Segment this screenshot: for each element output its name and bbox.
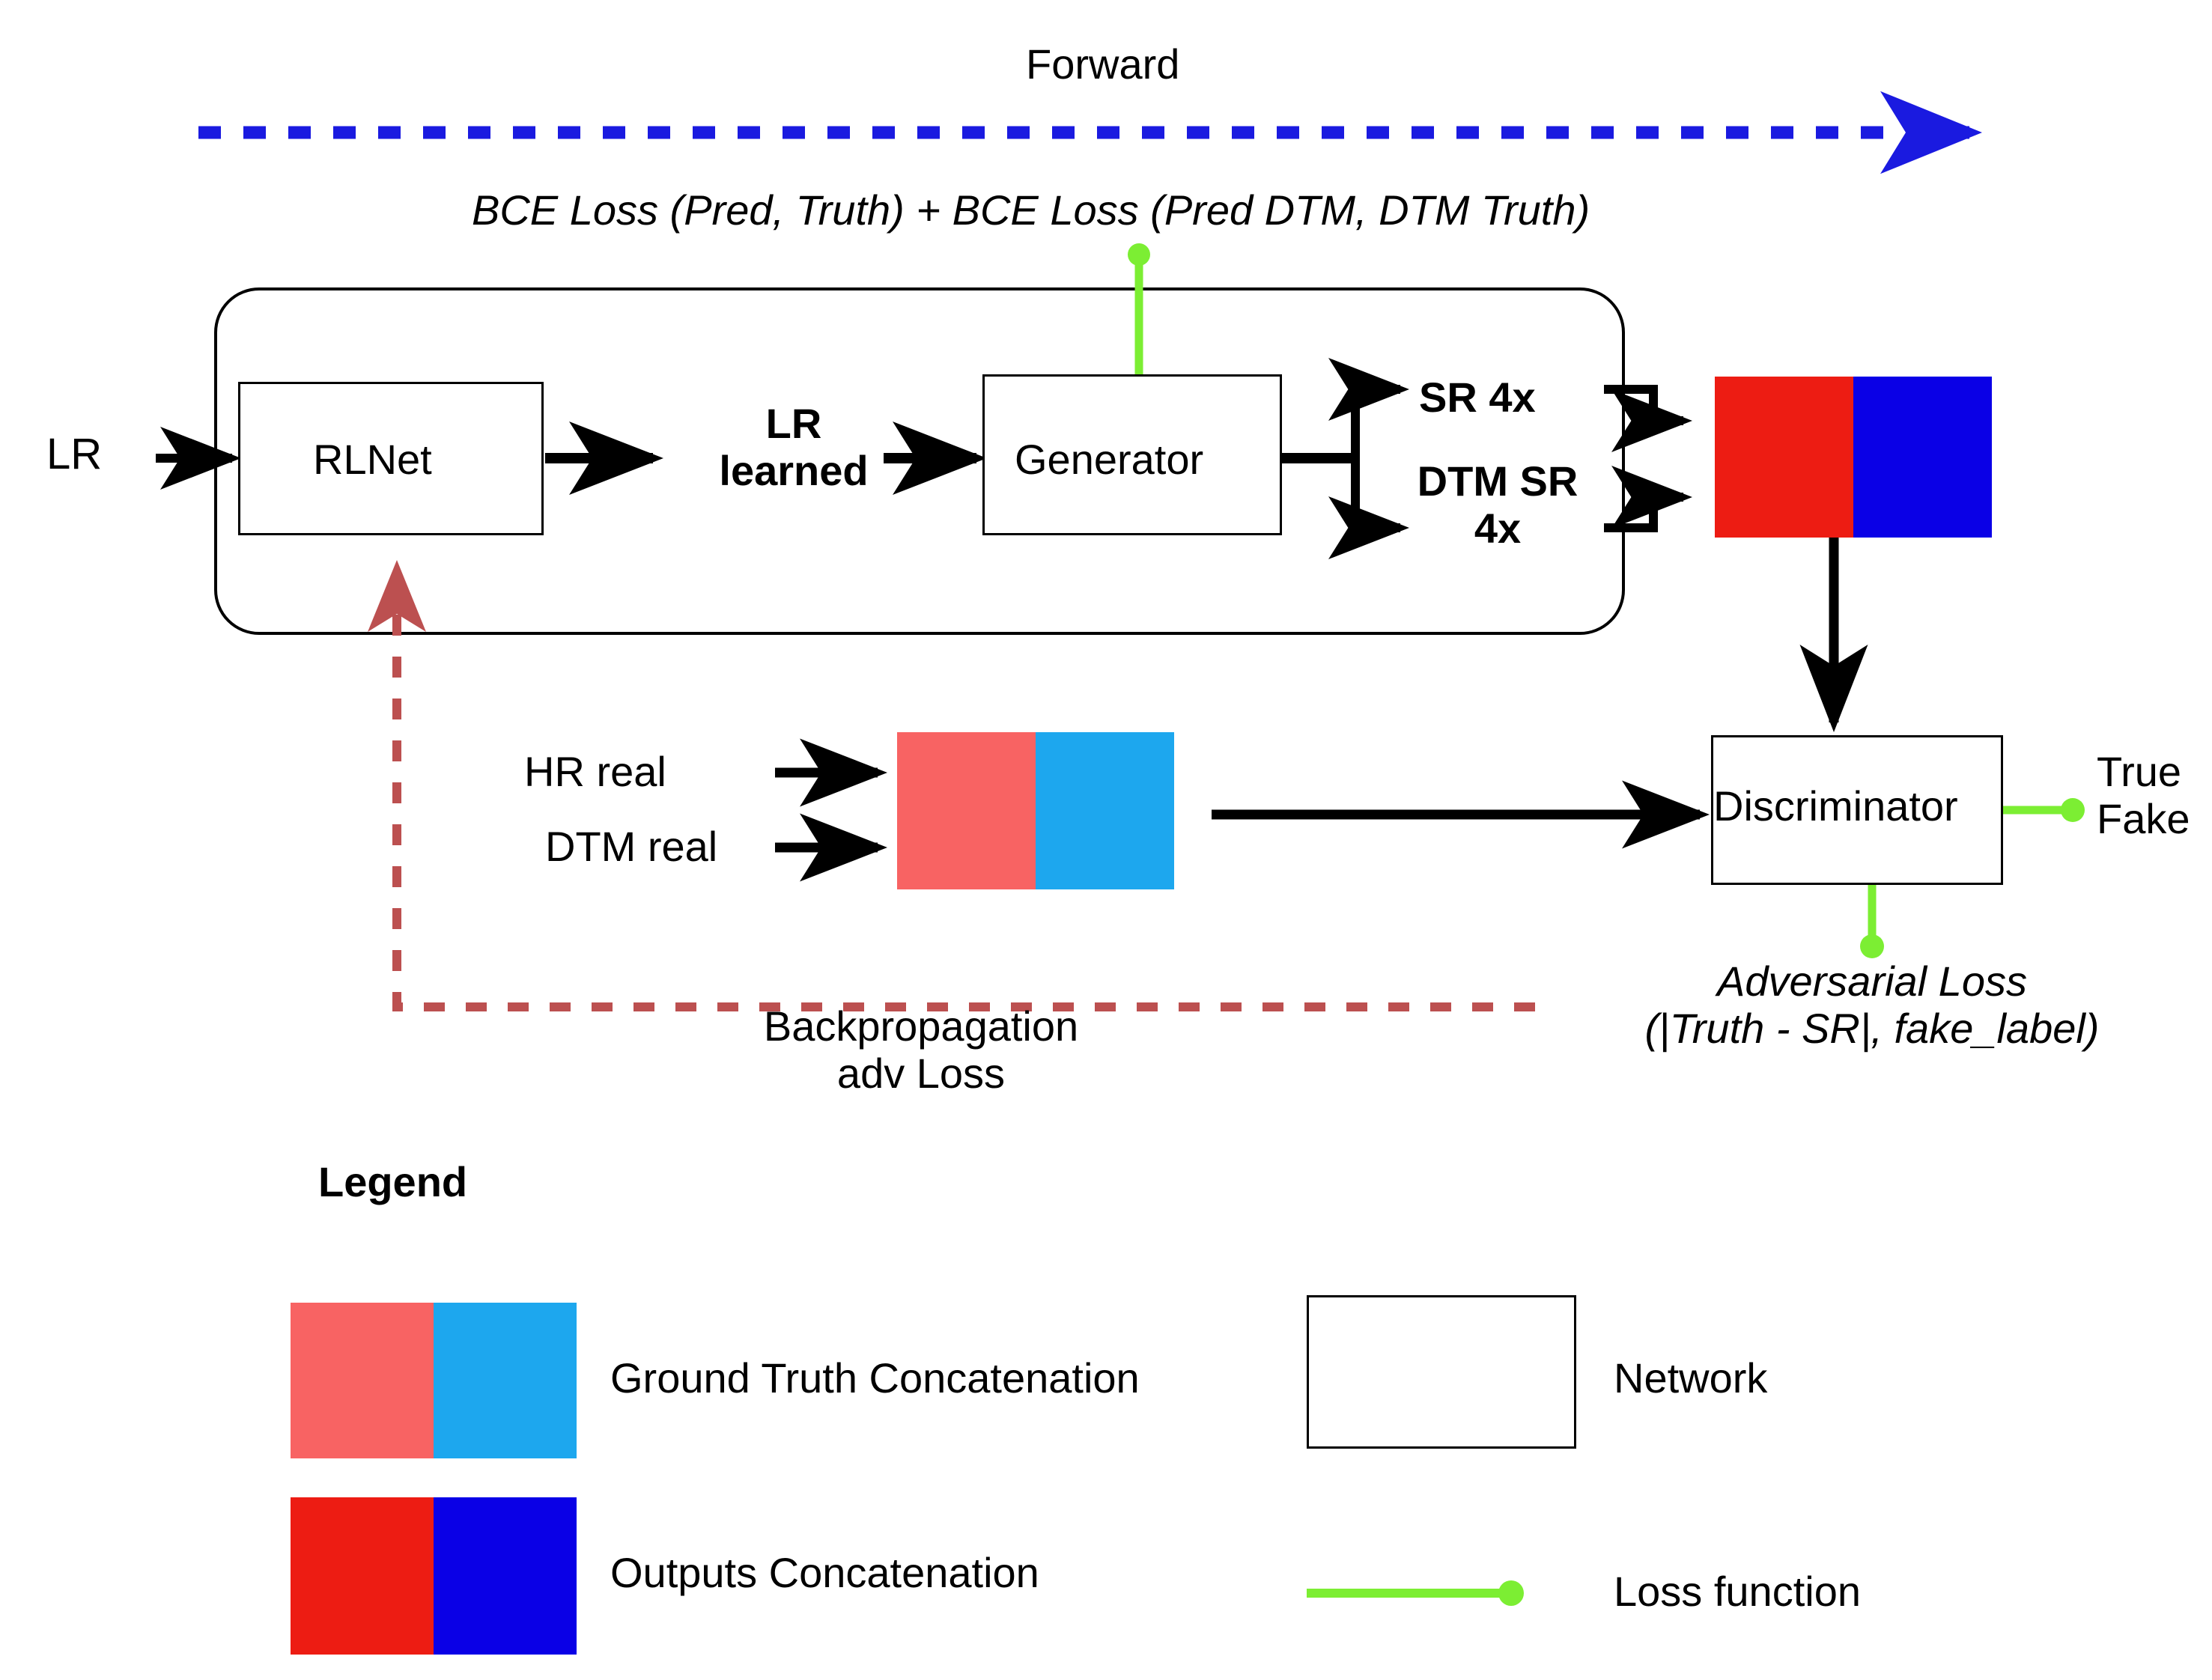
legend-network-swatch: [1307, 1295, 1576, 1449]
adversarial-loss-label: Adversarial Loss (|Truth - SR|, fake_lab…: [1644, 958, 2100, 1052]
legend-ground-truth-swatch: [291, 1303, 577, 1458]
dtm-real-label: DTM real: [545, 823, 718, 870]
discriminator-box[interactable]: [1711, 735, 2003, 885]
true-fake-loss-line: [2003, 798, 2085, 822]
adversarial-loss-line: [1860, 885, 1884, 958]
legend-heading: Legend: [318, 1158, 468, 1205]
bce-loss-label: BCE Loss (Pred, Truth) + BCE Loss (Pred …: [472, 186, 1590, 234]
lr-learned-label: LR learned: [719, 400, 869, 494]
dtm-sr-4x-label: DTM SR 4x: [1417, 457, 1579, 552]
groundtruth-red-half: [897, 732, 1036, 889]
ground-truth-concatenation-block: [897, 732, 1174, 889]
dtmsr4x-to-outputs-arrow: [1604, 466, 1692, 532]
lr-input-label: LR: [46, 430, 103, 478]
hr-real-label: HR real: [524, 748, 666, 795]
legend-item-label-loss-function: Loss function: [1614, 1568, 1861, 1615]
legend-gt-red-half: [291, 1303, 434, 1458]
legend-item-label-outputs: Outputs Concatenation: [610, 1549, 1039, 1596]
outputs-red-half: [1715, 377, 1853, 538]
legend-item-label-ground-truth: Ground Truth Concatenation: [610, 1354, 1140, 1401]
bce-loss-line: [1128, 243, 1150, 374]
rlnet-label: RLNet: [313, 436, 432, 483]
legend-out-blue-half: [434, 1497, 577, 1655]
generator-output-split: [1282, 358, 1409, 559]
legend-item-label-network: Network: [1614, 1354, 1768, 1401]
forward-label: Forward: [1026, 40, 1180, 88]
legend-outputs-swatch: [291, 1497, 577, 1655]
rlnet-box[interactable]: [238, 382, 544, 535]
generator-box[interactable]: [982, 374, 1282, 535]
backpropagation-arrow: [368, 560, 1535, 1011]
true-fake-label: True Fake: [2097, 748, 2190, 842]
generator-label: Generator: [1015, 436, 1204, 483]
legend-gt-blue-half: [434, 1303, 577, 1458]
legend-loss-line-sample: [1307, 1580, 1524, 1606]
sr4x-to-outputs-arrow: [1604, 385, 1692, 452]
outputs-blue-half: [1853, 377, 1992, 538]
sr-4x-label: SR 4x: [1419, 374, 1536, 421]
outputs-concatenation-block: [1715, 377, 1992, 538]
backpropagation-label: Backpropagation adv Loss: [763, 1002, 1079, 1097]
groundtruth-blue-half: [1036, 732, 1174, 889]
discriminator-label: Discriminator: [1713, 782, 1958, 830]
legend-out-red-half: [291, 1497, 434, 1655]
